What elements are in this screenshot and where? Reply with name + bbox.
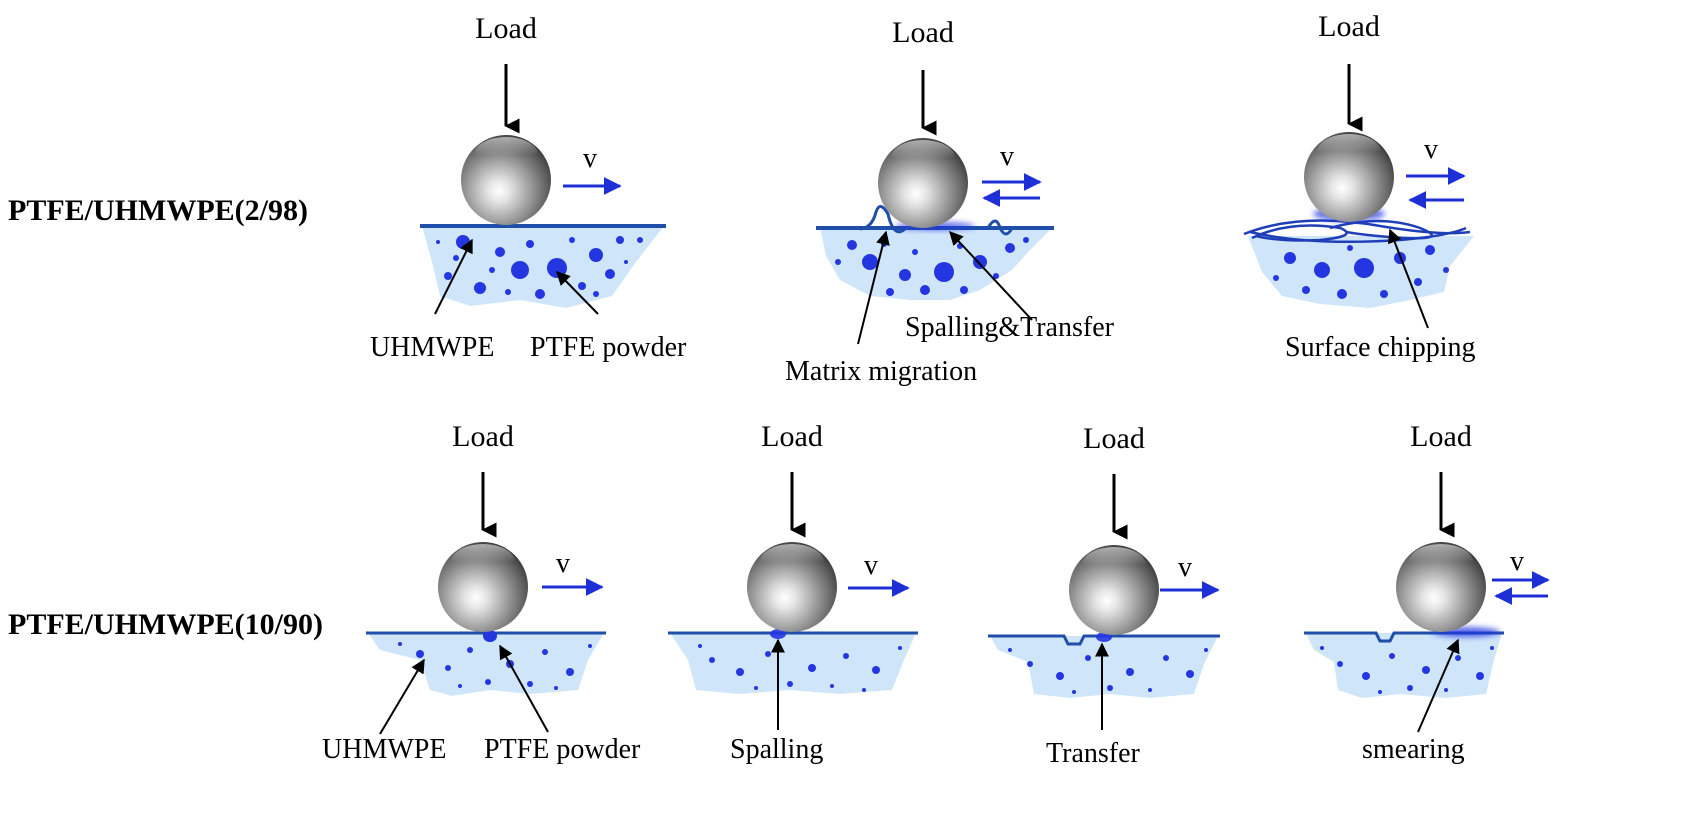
ball-highlight bbox=[1409, 544, 1473, 580]
substrate bbox=[820, 228, 1052, 300]
panel-row2-1: Load v UHMWPE PTFE powder bbox=[322, 420, 641, 765]
particles bbox=[1008, 648, 1208, 694]
load-label: Load bbox=[475, 12, 537, 45]
velocity-label: v bbox=[1178, 552, 1192, 583]
particles bbox=[1320, 646, 1494, 694]
chipping-loops bbox=[1243, 219, 1471, 244]
velocity-label: v bbox=[1510, 546, 1524, 577]
ball-highlight bbox=[474, 137, 538, 173]
velocity-label: v bbox=[556, 548, 570, 579]
particles bbox=[1273, 245, 1449, 299]
ptfe-spot bbox=[483, 630, 497, 642]
annotation-uhmwpe: UHMWPE bbox=[370, 332, 494, 363]
load-label: Load bbox=[761, 420, 823, 453]
spalling-spot bbox=[770, 629, 786, 639]
ball-highlight bbox=[1082, 547, 1146, 583]
panel-row2-3: Load v Transfer bbox=[988, 422, 1220, 769]
annotation-ptfe-powder: PTFE powder bbox=[484, 734, 641, 765]
panel-row2-2: Load v Spalling bbox=[668, 420, 918, 765]
panel-row1-1: Load v UHMWPE PTFE powder bbox=[370, 12, 687, 363]
ball-highlight bbox=[891, 140, 955, 176]
annotation-uhmwpe: UHMWPE bbox=[322, 734, 446, 765]
annotation-matrix-migration: Matrix migration bbox=[785, 356, 977, 387]
panel-row2-4: Load v smearing bbox=[1304, 420, 1550, 765]
panel-row1-3: Load v Surface chipping bbox=[1243, 10, 1476, 363]
annotation-transfer: Transfer bbox=[1046, 738, 1141, 769]
annotation-surface-chipping: Surface chipping bbox=[1285, 332, 1476, 363]
annotation-arrow bbox=[1417, 638, 1460, 733]
panel-row1-2: Load v Spalling&Transfer Matrix migratio… bbox=[785, 16, 1115, 387]
annotation-arrow bbox=[857, 230, 890, 345]
ball-highlight bbox=[1317, 134, 1381, 170]
annotation-arrow bbox=[434, 238, 473, 315]
velocity-label: v bbox=[1424, 134, 1438, 165]
particles bbox=[698, 644, 902, 692]
annotation-ptfe-powder: PTFE powder bbox=[530, 332, 687, 363]
velocity-label: v bbox=[864, 550, 878, 581]
load-label: Load bbox=[892, 16, 954, 49]
particles bbox=[436, 235, 643, 299]
annotation-spalling-transfer: Spalling&Transfer bbox=[905, 312, 1115, 343]
substrate bbox=[670, 633, 916, 694]
annotation-arrow bbox=[379, 658, 425, 735]
load-label: Load bbox=[1318, 10, 1380, 43]
ball-highlight bbox=[451, 544, 515, 580]
row-label-10-90: PTFE/UHMWPE(10/90) bbox=[8, 608, 323, 641]
migration-ridge bbox=[859, 205, 908, 234]
annotation-arrow bbox=[556, 270, 599, 315]
particles bbox=[835, 237, 1029, 296]
annotation-arrow bbox=[499, 644, 549, 733]
velocity-label: v bbox=[1000, 141, 1014, 172]
substrate bbox=[990, 636, 1218, 698]
load-label: Load bbox=[452, 420, 514, 453]
substrate bbox=[368, 633, 604, 696]
load-label: Load bbox=[1083, 422, 1145, 455]
load-label: Load bbox=[1410, 420, 1472, 453]
annotation-smearing: smearing bbox=[1362, 734, 1465, 765]
substrate bbox=[1306, 633, 1502, 698]
annotation-arrow bbox=[949, 230, 1033, 321]
velocity-label: v bbox=[583, 143, 597, 174]
row-label-2-98: PTFE/UHMWPE(2/98) bbox=[8, 194, 308, 227]
surface-line bbox=[1304, 631, 1504, 643]
ball-highlight bbox=[760, 544, 824, 580]
annotation-arrow bbox=[1388, 228, 1429, 329]
annotation-spalling: Spalling bbox=[730, 734, 823, 765]
